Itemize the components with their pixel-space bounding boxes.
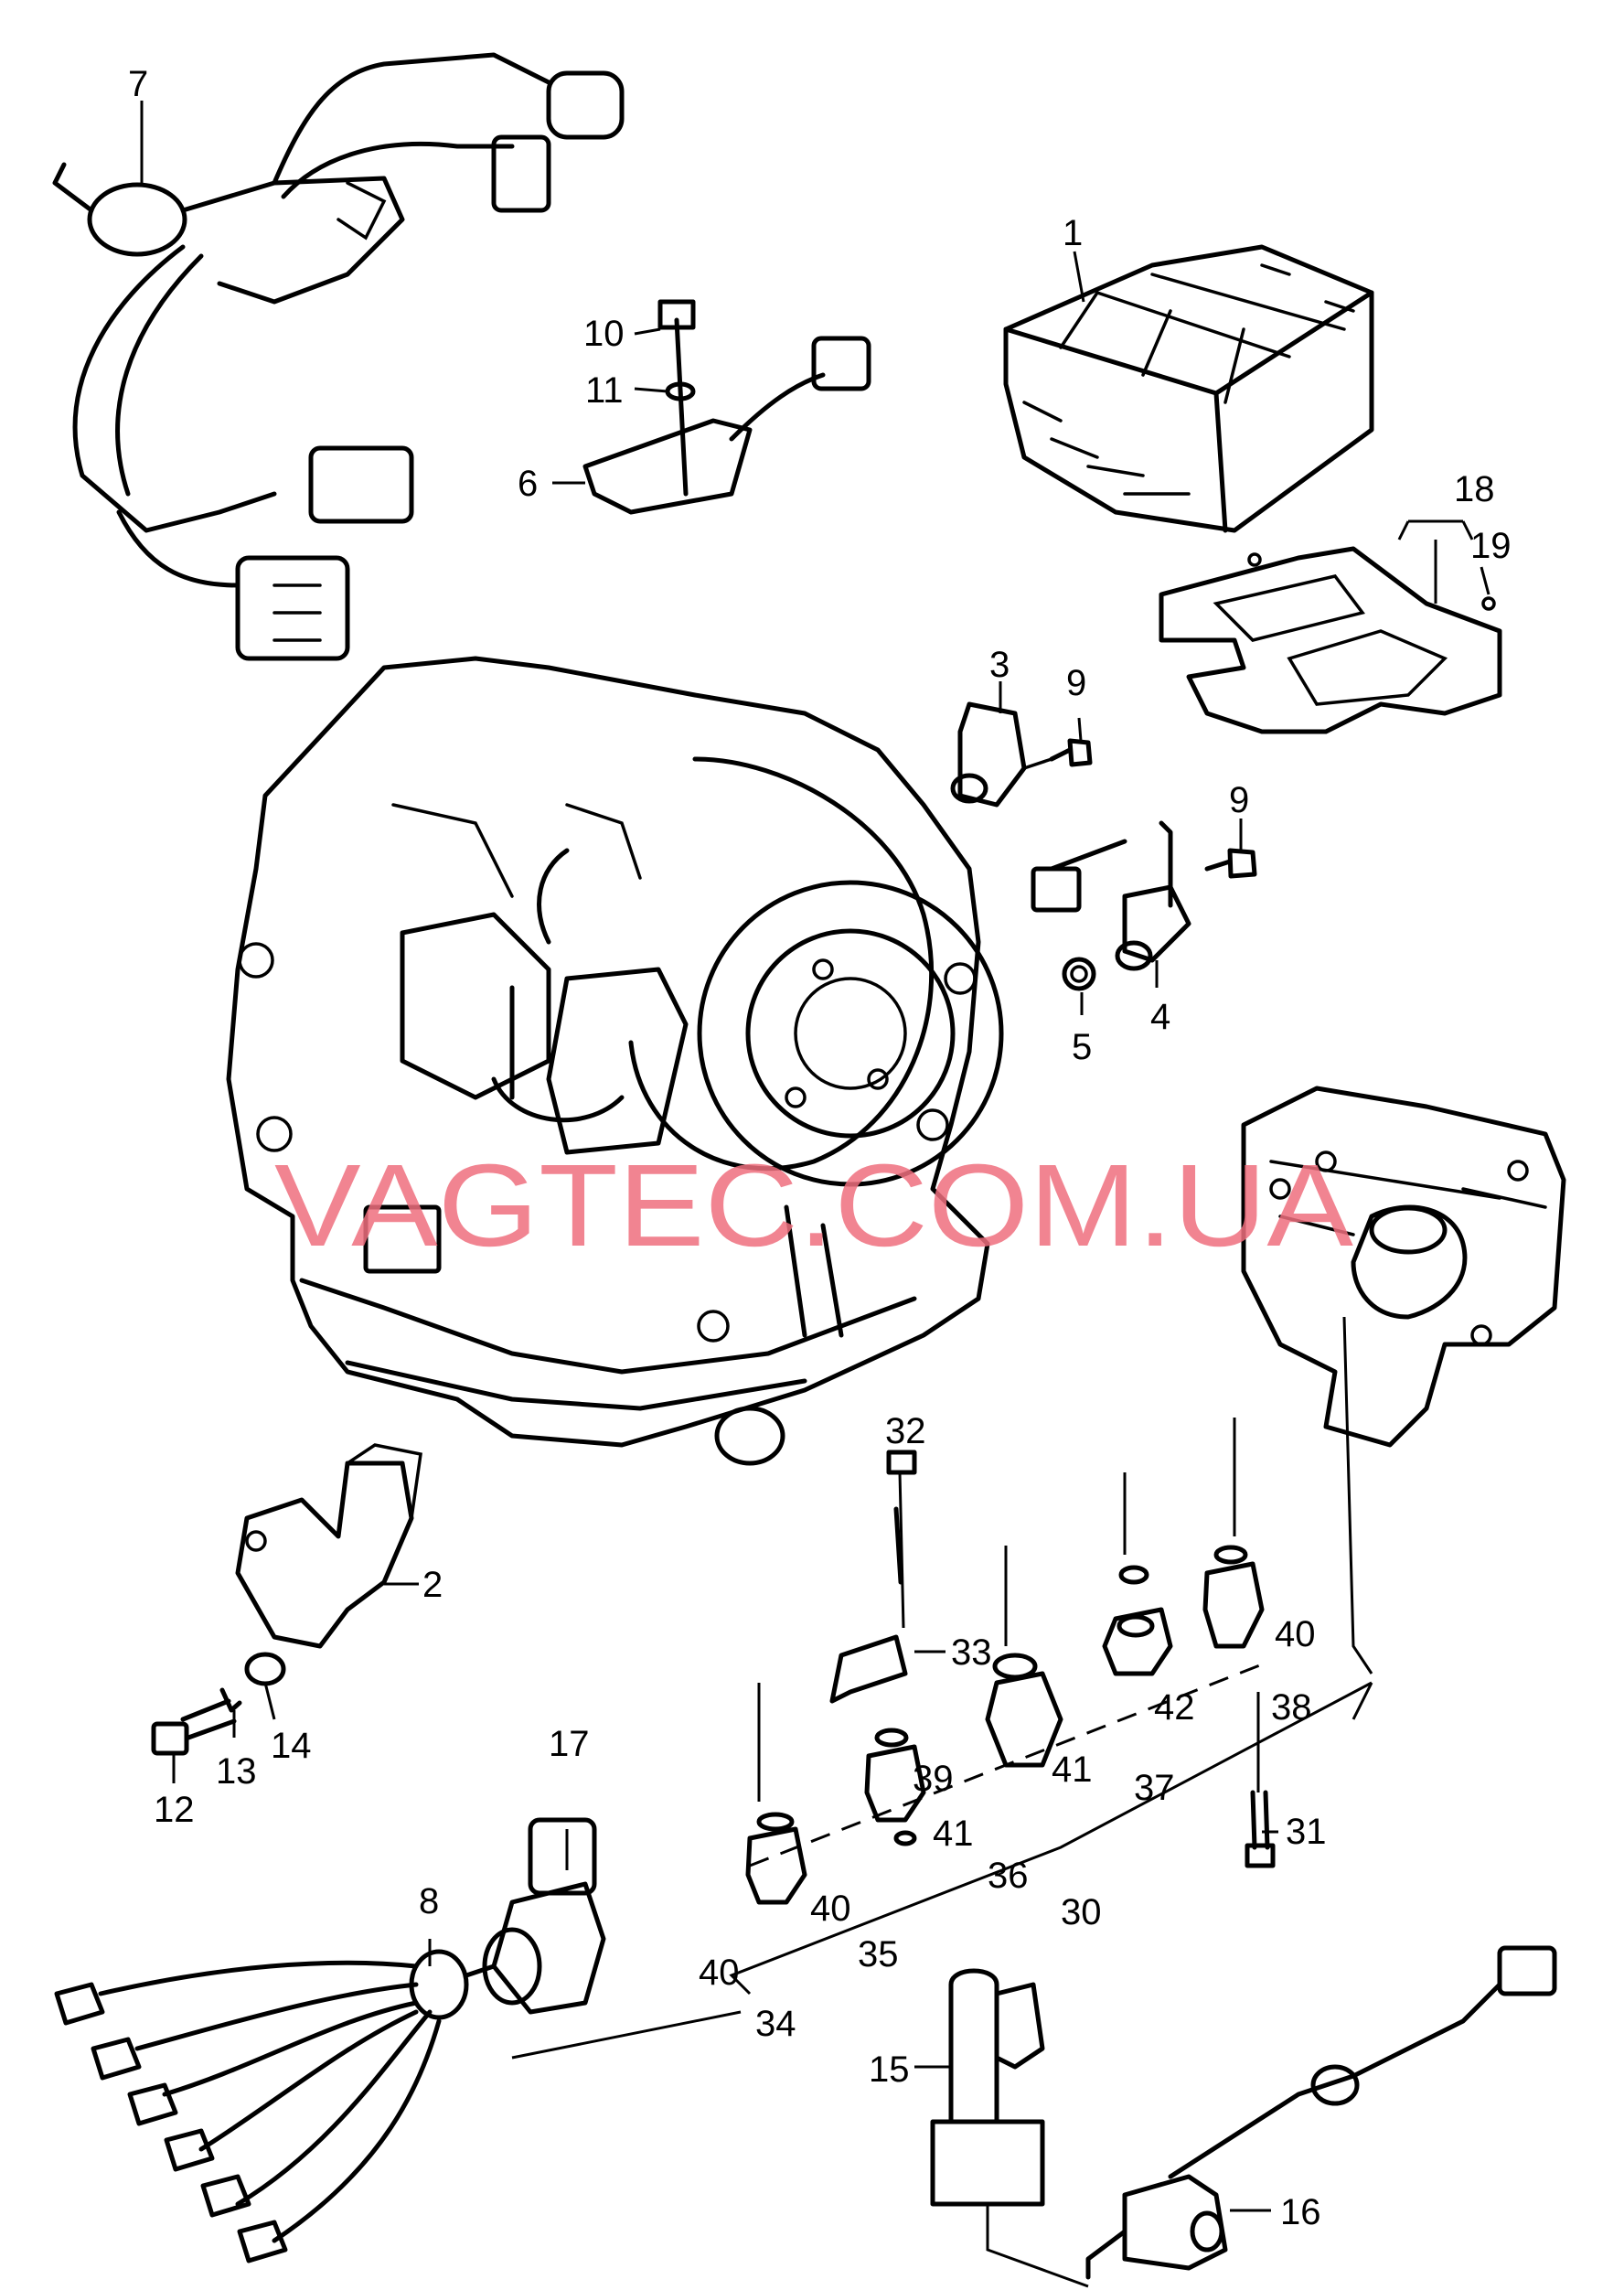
callout-17: 17 — [549, 1724, 590, 1764]
callout-30: 30 — [1061, 1892, 1102, 1932]
callout-12: 12 — [154, 1790, 195, 1830]
callout-11: 11 — [585, 370, 624, 411]
callout-41b: 41 — [933, 1814, 974, 1854]
callout-36: 36 — [988, 1856, 1029, 1896]
callout-8: 8 — [419, 1881, 439, 1921]
callout-1: 1 — [1063, 213, 1083, 253]
bolt-31 — [1245, 1692, 1276, 1868]
leader-lines — [140, 101, 1278, 2212]
callout-19: 19 — [1470, 526, 1512, 566]
plate-18 — [1159, 519, 1502, 734]
callout-32: 32 — [885, 1411, 926, 1451]
callout-15: 15 — [869, 2049, 910, 2090]
callouts: 7 1 10 11 6 18 19 3 9 9 4 5 2 12 13 14 1… — [128, 64, 1512, 2232]
tube-15 — [930, 1968, 1045, 2207]
callout-18: 18 — [1454, 469, 1495, 509]
callout-9a: 9 — [1066, 663, 1086, 703]
connector-17 — [482, 1817, 606, 2015]
callout-34: 34 — [755, 2004, 796, 2044]
callout-6: 6 — [518, 464, 538, 504]
callout-38: 38 — [1271, 1687, 1312, 1728]
callout-4: 4 — [1150, 997, 1170, 1037]
callout-14: 14 — [271, 1726, 312, 1766]
callout-37: 37 — [1134, 1768, 1175, 1808]
sensor-4 — [1031, 820, 1257, 991]
wiring-8 — [54, 1949, 497, 2263]
washer-14 — [244, 1652, 286, 1686]
callout-42: 42 — [1154, 1687, 1195, 1728]
callout-40b: 40 — [810, 1889, 851, 1929]
sensor-16 — [986, 1945, 1557, 2288]
callout-40c: 40 — [699, 1953, 740, 1993]
callout-3: 3 — [989, 645, 1010, 685]
callout-35: 35 — [858, 1934, 899, 1974]
callout-39: 39 — [913, 1759, 954, 1799]
callout-5: 5 — [1072, 1027, 1092, 1067]
bolt-12 — [151, 1698, 237, 1756]
callout-33: 33 — [951, 1632, 992, 1673]
wiring-harness-7 — [52, 52, 625, 661]
sensor-3 — [950, 701, 1093, 808]
callout-16: 16 — [1280, 2192, 1321, 2232]
valve-body — [1241, 1086, 1566, 1448]
cover-2 — [235, 1443, 422, 1649]
callout-31: 31 — [1286, 1812, 1327, 1852]
callout-9b: 9 — [1229, 780, 1249, 820]
watermark: VAGTEC.COM.UA — [274, 1140, 1354, 1271]
control-unit-1 — [1003, 244, 1374, 533]
callout-10: 10 — [583, 314, 625, 354]
washer-13 — [219, 1687, 242, 1713]
solenoid-set-30 — [511, 1316, 1373, 2060]
callout-2: 2 — [422, 1565, 443, 1605]
bracket-6 — [582, 299, 871, 515]
callout-40a: 40 — [1275, 1614, 1316, 1654]
callout-41a: 41 — [1052, 1750, 1093, 1790]
callout-13: 13 — [216, 1751, 257, 1792]
callout-7: 7 — [128, 64, 148, 104]
transmission-housing — [226, 656, 1004, 1466]
